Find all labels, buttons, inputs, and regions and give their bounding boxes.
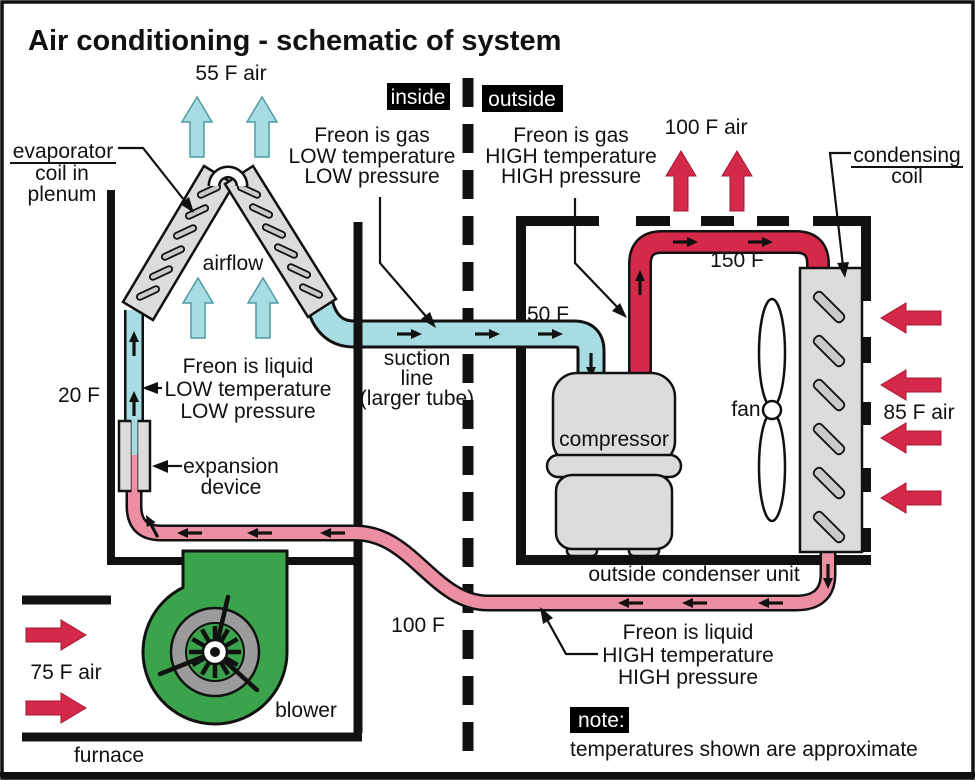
- liquid-low-line2: LOW temperature: [165, 378, 332, 401]
- expansion-device-label: expansion device: [183, 455, 279, 499]
- blower-hub-dot: [210, 647, 220, 657]
- note-block: note: temperatures shown are approximate: [570, 707, 918, 761]
- pointer-lines: [118, 146, 851, 656]
- gas-low-line2: LOW temperature: [289, 145, 456, 168]
- inside-tag-label: inside: [391, 86, 446, 109]
- fan-label: fan: [731, 398, 760, 421]
- airflow-label: airflow: [203, 252, 265, 275]
- condensing-coil: [798, 266, 864, 554]
- furnace-label: furnace: [74, 744, 144, 767]
- liquid-high-line1: Freon is liquid: [623, 621, 754, 644]
- outside-tag-label: outside: [488, 88, 556, 111]
- coil-apex-bend-inner: [210, 168, 246, 187]
- blower: [141, 549, 289, 726]
- liquid-line-pipe: [125, 486, 837, 612]
- gas-low-line3: LOW pressure: [304, 165, 439, 188]
- suction-temp: 50 F: [527, 303, 569, 326]
- return-air-temp-label: 75 F air: [30, 661, 101, 684]
- evaporator-label-line3: plenum: [28, 183, 97, 206]
- liquid-line-temp: 100 F: [391, 614, 445, 637]
- supply-air-temp-label: 55 F air: [195, 62, 266, 85]
- liquid-high-line3: HIGH pressure: [618, 666, 758, 689]
- furnace-plenum-walls: [22, 190, 363, 742]
- note-tag-label: note:: [578, 709, 625, 732]
- suction-label-line2: line: [401, 367, 434, 390]
- expansion-inlet: [131, 419, 138, 455]
- inside-tag-box: [387, 83, 450, 110]
- evaporator-label-line2: coil in: [35, 162, 89, 185]
- diagram-title: Air conditioning - schematic of system: [28, 25, 561, 57]
- expansion-label-line2: device: [201, 476, 262, 499]
- expansion-device: [117, 419, 152, 493]
- expansion-outlet: [131, 455, 138, 493]
- hot-gas-pipe: [628, 230, 830, 392]
- outside-condenser-unit-label: outside condenser unit: [588, 563, 799, 586]
- evaporator-label: evaporator coil in plenum: [10, 140, 116, 206]
- gas-high-line2: HIGH temperature: [485, 145, 657, 168]
- freon-liquid-high-label: Freon is liquid HIGH temperature HIGH pr…: [602, 621, 774, 689]
- note-text: temperatures shown are approximate: [570, 738, 918, 761]
- evaporator-label-line1: evaporator: [13, 140, 113, 163]
- fan: [757, 297, 787, 523]
- liquid-high-line2: HIGH temperature: [602, 644, 774, 667]
- compressor: [545, 371, 683, 558]
- condenser-unit-box: [516, 216, 871, 565]
- discharge-temp: 150 F: [710, 249, 764, 272]
- condensing-coil-label: condensing coil: [851, 144, 963, 188]
- gas-high-line1: Freon is gas: [513, 124, 629, 147]
- freon-gas-low-label: Freon is gas LOW temperature LOW pressur…: [289, 124, 456, 188]
- blower-label: blower: [275, 699, 337, 722]
- gas-high-line3: HIGH pressure: [501, 165, 641, 188]
- expansion-label-line1: expansion: [183, 455, 279, 478]
- liquid-low-line3: LOW pressure: [180, 400, 315, 423]
- note-tag-box: [570, 707, 629, 733]
- outside-tag-box: [482, 85, 563, 112]
- freon-liquid-low-label: Freon is liquid LOW temperature LOW pres…: [165, 355, 332, 423]
- compressor-label: compressor: [559, 428, 669, 451]
- condensing-label-line1: condensing: [853, 144, 960, 167]
- freon-gas-high-label: Freon is gas HIGH temperature HIGH press…: [485, 124, 657, 188]
- condenser-intake-temp-label: 85 F air: [883, 401, 954, 424]
- suction-line-label: suction line (larger tube): [360, 347, 474, 410]
- condenser-exhaust-temp-label: 100 F air: [665, 116, 748, 139]
- suction-line-pipe: [306, 300, 606, 388]
- condensing-label-line2: coil: [891, 165, 923, 188]
- zone-tags: inside outside: [387, 83, 563, 112]
- evaporator-coil-slats: [135, 183, 324, 301]
- evaporator-pipe-temp: 20 F: [58, 384, 100, 407]
- liquid-low-line1: Freon is liquid: [183, 355, 314, 378]
- suction-label-line1: suction: [384, 347, 451, 370]
- gas-low-line1: Freon is gas: [314, 124, 430, 147]
- evaporator-coil: [121, 164, 338, 322]
- suction-label-line3: (larger tube): [360, 387, 474, 410]
